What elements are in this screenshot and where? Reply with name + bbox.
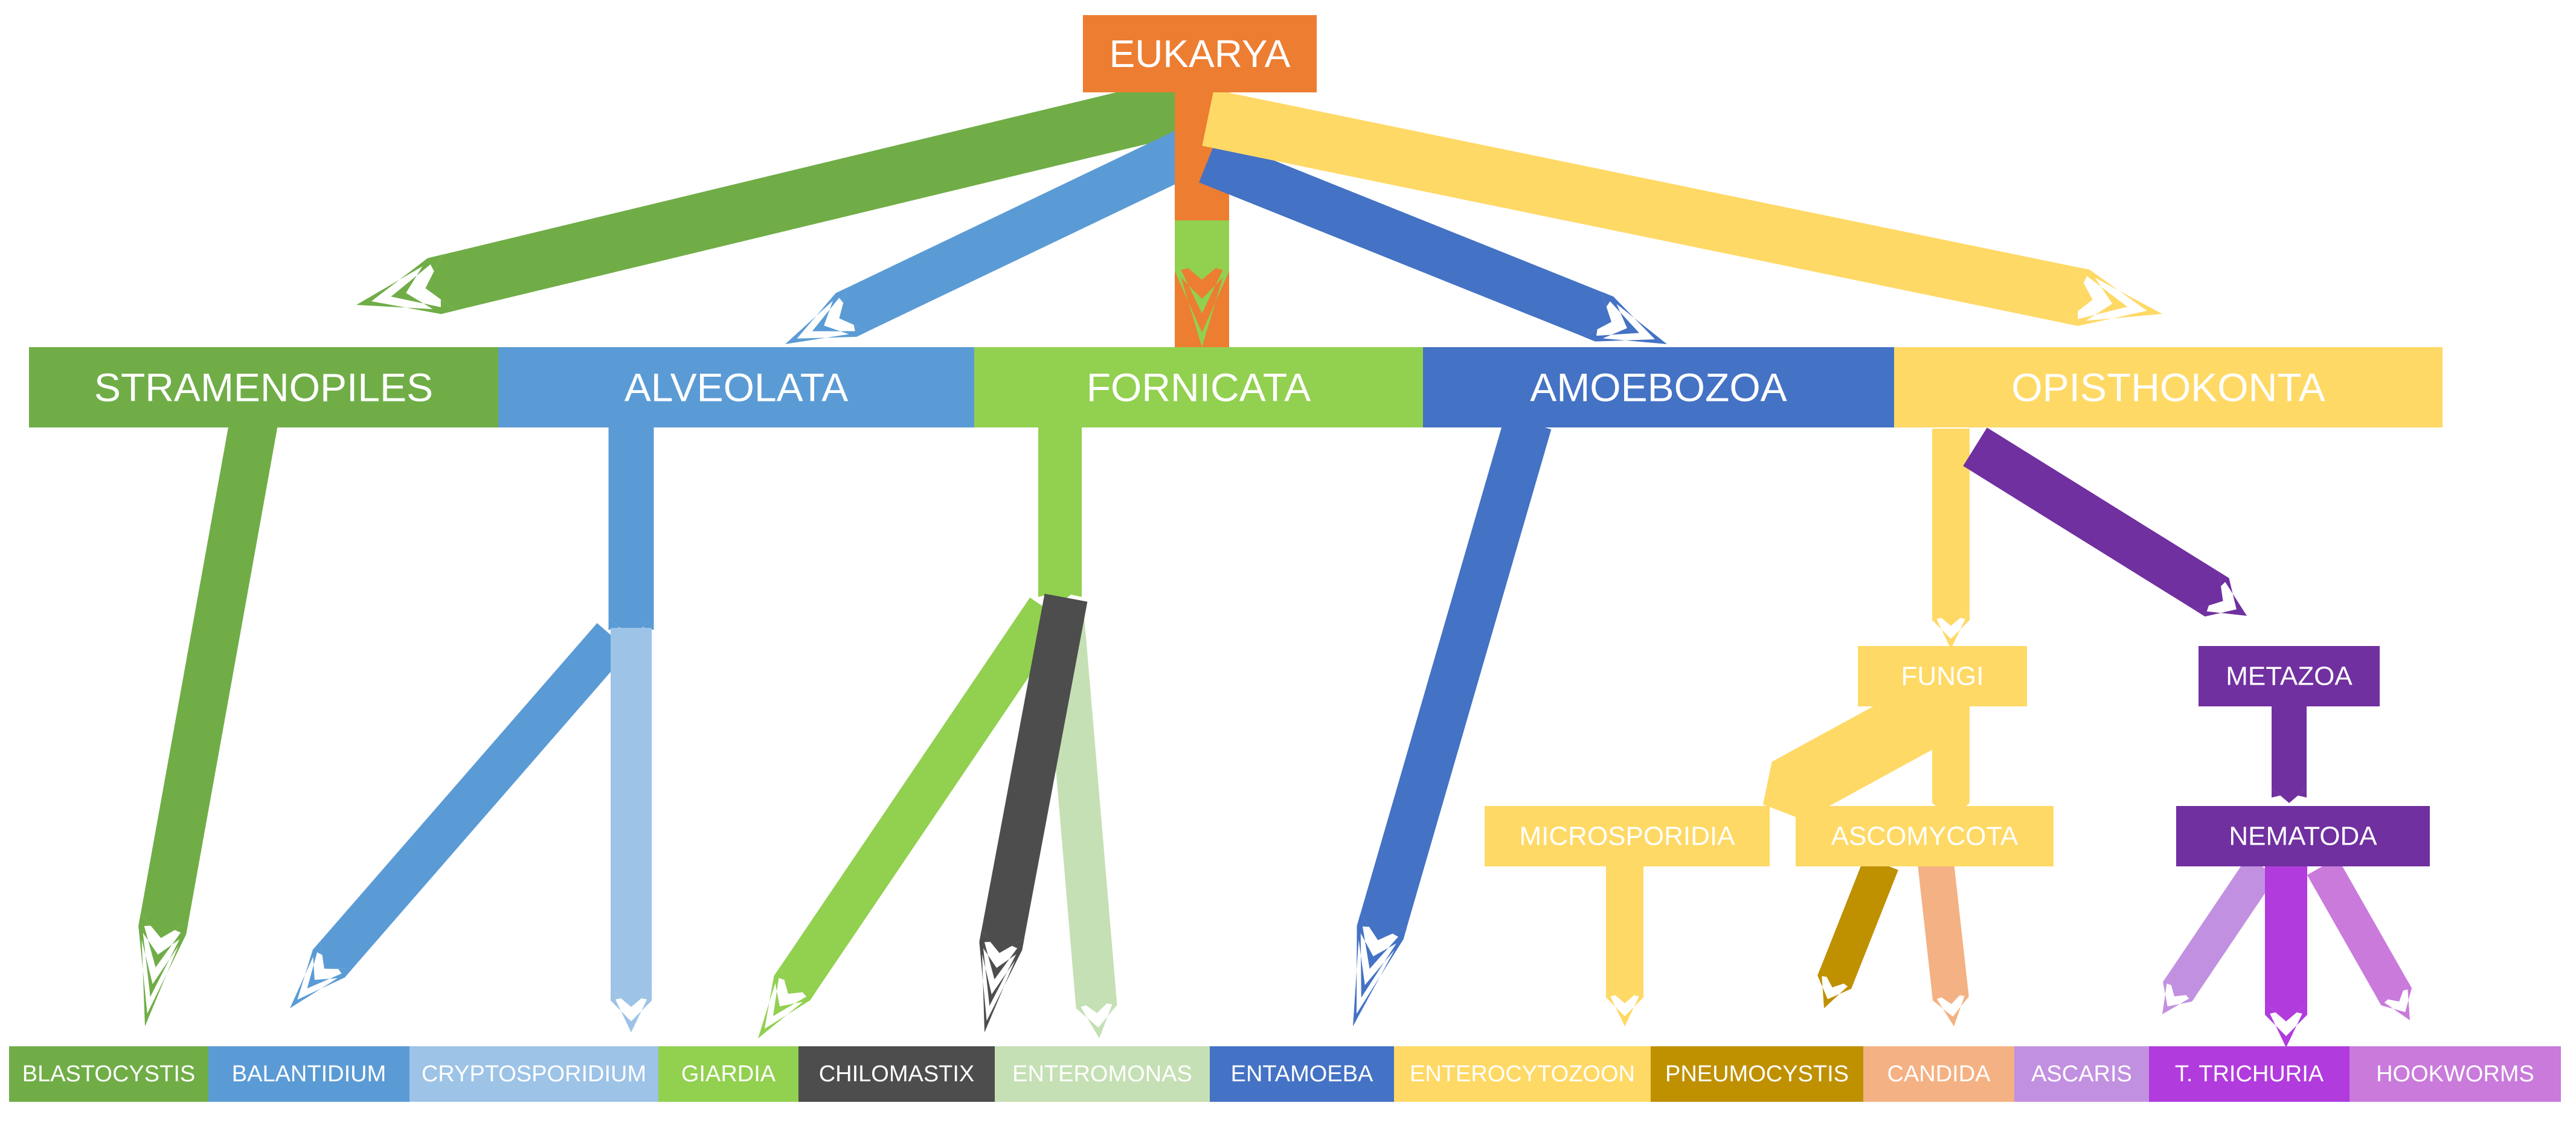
node-fungi-label: FUNGI bbox=[1901, 662, 1984, 691]
leaf-t-trichuria-label: T. TRICHURIA bbox=[2175, 1061, 2324, 1087]
node-metazoa: METAZOA bbox=[2199, 646, 2380, 706]
leaf-blastocystis: BLASTOCYSTIS bbox=[9, 1046, 208, 1102]
node-nematoda-label: NEMATODA bbox=[2229, 822, 2377, 851]
arrow-microsporidia-enterocytozoon bbox=[1606, 863, 1643, 1026]
node-microsporidia-label: MICROSPORIDIA bbox=[1520, 822, 1736, 851]
connector-arrows bbox=[138, 74, 2412, 1047]
leaf-enteromonas-label: ENTEROMONAS bbox=[1012, 1061, 1192, 1087]
node-amoebozoa: AMOEBOZOA bbox=[1423, 347, 1894, 427]
arrow-amoebozoa-entamoeba bbox=[1353, 415, 1552, 1026]
leaf-hookworms: HOOKWORMS bbox=[2350, 1046, 2561, 1102]
leaf-hookworms-label: HOOKWORMS bbox=[2376, 1061, 2534, 1087]
arrow-ascomycota-candida bbox=[1918, 861, 1969, 1026]
leaf-entamoeba-label: ENTAMOEBA bbox=[1231, 1061, 1373, 1087]
arrow-nematoda-ascaris bbox=[2162, 856, 2277, 1014]
node-amoebozoa-label: AMOEBOZOA bbox=[1530, 365, 1787, 410]
leaf-blastocystis-label: BLASTOCYSTIS bbox=[22, 1061, 196, 1087]
node-fungi: FUNGI bbox=[1858, 646, 2027, 706]
node-stramenopiles-label: STRAMENOPILES bbox=[94, 365, 433, 410]
leaf-chilomastix-label: CHILOMASTIX bbox=[819, 1061, 975, 1087]
leaf-chilomastix: CHILOMASTIX bbox=[798, 1046, 995, 1102]
leaf-enterocytozoon: ENTEROCYTOZOON bbox=[1394, 1046, 1651, 1102]
arrow-opisthokonta-fungi bbox=[1932, 429, 1970, 649]
leaf-t-trichuria: T. TRICHURIA bbox=[2149, 1046, 2350, 1102]
arrow-fornicata-chilomastix bbox=[979, 593, 1088, 1032]
node-ascomycota: ASCOMYCOTA bbox=[1796, 806, 2054, 866]
arrow-metazoa-nematoda bbox=[2272, 706, 2307, 803]
leaf-candida-label: CANDIDA bbox=[1887, 1061, 1991, 1087]
node-fornicata-label: FORNICATA bbox=[1087, 365, 1311, 410]
leaf-ascaris: ASCARIS bbox=[2014, 1046, 2149, 1102]
leaf-balantidium: BALANTIDIUM bbox=[208, 1046, 410, 1102]
arrow-eukarya-fornicata bbox=[1175, 220, 1229, 347]
node-stramenopiles: STRAMENOPILES bbox=[29, 347, 498, 427]
node-alveolata: ALVEOLATA bbox=[498, 347, 974, 427]
arrow-alveolata-balantidium bbox=[290, 623, 629, 1008]
arrow-fornicata-giardia bbox=[758, 597, 1066, 1038]
leaf-cryptosporidium: CRYPTOSPORIDIUM bbox=[410, 1046, 658, 1102]
arrow-nematoda-hookworms bbox=[2307, 857, 2412, 1020]
node-metazoa-label: METAZOA bbox=[2226, 662, 2353, 691]
arrow-eukarya-stramenopiles bbox=[356, 74, 1203, 315]
leaf-ascaris-label: ASCARIS bbox=[2031, 1061, 2132, 1087]
arrow-nematoda-t-trichuria bbox=[2265, 866, 2307, 1047]
leaf-pneumocystis-label: PNEUMOCYSTIS bbox=[1665, 1061, 1849, 1087]
leaf-giardia: GIARDIA bbox=[658, 1046, 798, 1102]
leaf-giardia-label: GIARDIA bbox=[681, 1061, 776, 1087]
node-boxes: EUKARYA STRAMENOPILES ALVEOLATA FORNICATA AM… bbox=[9, 15, 2561, 1102]
arrow-fornicata-stem bbox=[1038, 423, 1082, 604]
node-ascomycota-label: ASCOMYCOTA bbox=[1831, 822, 2019, 851]
node-opisthokonta: OPISTHOKONTA bbox=[1894, 347, 2443, 427]
arrow-alveolata-cryptosporidium bbox=[611, 628, 652, 1032]
arrow-eukarya-opisthokonta bbox=[1202, 89, 2162, 326]
node-fornicata: FORNICATA bbox=[974, 347, 1423, 427]
leaf-balantidium-label: BALANTIDIUM bbox=[232, 1061, 386, 1087]
arrow-alveolata-stem bbox=[608, 423, 654, 637]
arrow-eukarya-amoebozoa bbox=[1199, 137, 1667, 344]
node-eukarya-label: EUKARYA bbox=[1110, 32, 1291, 75]
leaf-enterocytozoon-label: ENTEROCYTOZOON bbox=[1410, 1061, 1635, 1087]
arrow-stramenopiles-blastocystis bbox=[138, 418, 278, 1026]
leaf-cryptosporidium-label: CRYPTOSPORIDIUM bbox=[422, 1061, 646, 1087]
node-opisthokonta-label: OPISTHOKONTA bbox=[2011, 365, 2325, 410]
arrow-opisthokonta-metazoa bbox=[1963, 427, 2247, 617]
arrow-fungi-microsporidia bbox=[1763, 674, 1964, 820]
arrow-eukarya-alveolata bbox=[785, 117, 1225, 344]
leaf-enteromonas: ENTEROMONAS bbox=[995, 1046, 1210, 1102]
node-nematoda: NEMATODA bbox=[2176, 806, 2430, 866]
node-microsporidia: MICROSPORIDIA bbox=[1485, 806, 1770, 866]
node-eukarya: EUKARYA bbox=[1083, 15, 1317, 92]
node-alveolata-label: ALVEOLATA bbox=[625, 365, 848, 410]
leaf-entamoeba: ENTAMOEBA bbox=[1210, 1046, 1394, 1102]
leaf-candida: CANDIDA bbox=[1863, 1046, 2014, 1102]
arrow-ascomycota-pneumocystis bbox=[1817, 857, 1898, 1008]
leaf-pneumocystis: PNEUMOCYSTIS bbox=[1651, 1046, 1863, 1102]
